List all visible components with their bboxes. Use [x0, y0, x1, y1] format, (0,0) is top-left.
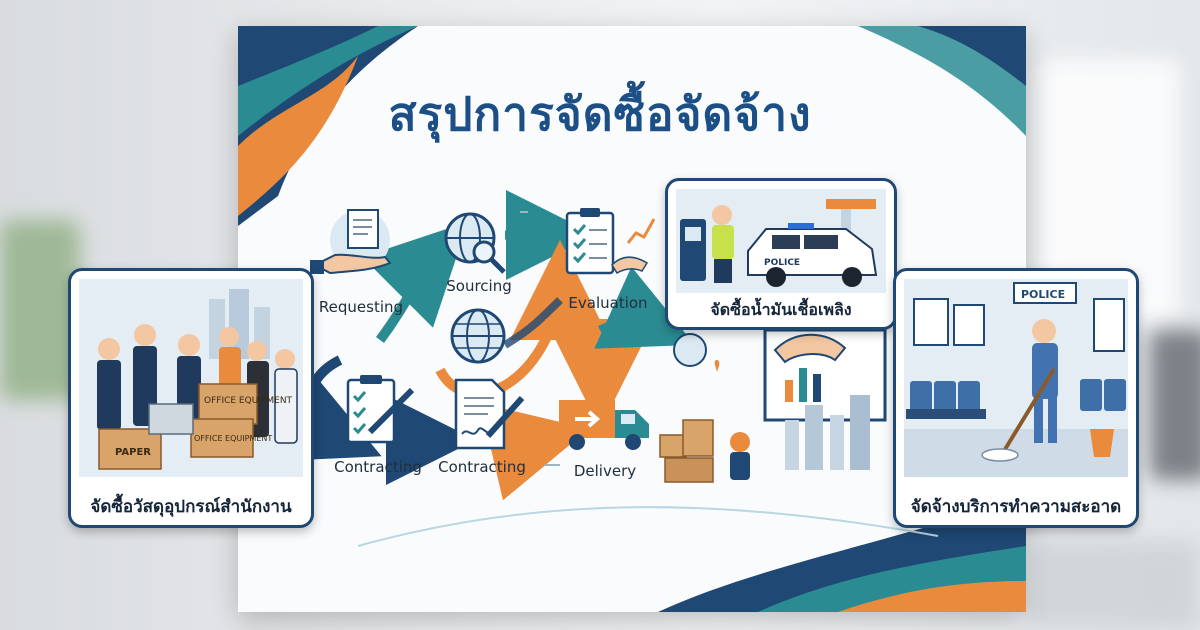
- office-supplies-illustration: OFFICE EQUIPMENT PAPER OFFICE EQUIPMENT: [79, 279, 303, 477]
- globe-search-icon: [444, 212, 506, 274]
- box-label-office-1: OFFICE EQUIPMENT: [204, 396, 293, 406]
- card-fuel-caption: จัดซื้อน้ำมันเชื้อเพลิง: [710, 300, 852, 319]
- box-label-paper: PAPER: [115, 447, 151, 458]
- card-cleaning: POLICE จัดจ้างบริการทำความสะอาด: [893, 268, 1139, 528]
- signed-contract-icon: [454, 378, 525, 450]
- fuel-station-illustration: POLICE: [676, 189, 886, 293]
- box-label-office-2: OFFICE EQUIPMENT: [194, 434, 272, 443]
- step-delivery-label: Delivery: [573, 462, 637, 480]
- clipboard-pen-icon: [346, 375, 415, 444]
- page-title: สรุปการจัดซื้อจัดจ้าง: [388, 87, 812, 141]
- step-contracting-1-label: Contracting: [334, 458, 422, 476]
- police-sign: POLICE: [1021, 288, 1065, 301]
- background-desk: [1030, 540, 1200, 630]
- delivery-truck-icon: [559, 400, 649, 450]
- cleaning-service-illustration: POLICE: [904, 279, 1128, 477]
- background-monitor: [1150, 330, 1200, 480]
- step-evaluation-label: Evaluation: [568, 294, 648, 312]
- car-label: POLICE: [764, 258, 800, 268]
- card-office-supplies: OFFICE EQUIPMENT PAPER OFFICE EQUIPMENT …: [68, 268, 314, 528]
- city-handshake-scene: [659, 328, 887, 483]
- globe-icon: [450, 308, 506, 364]
- card-office-supplies-caption: จัดซื้อวัสดุอุปกรณ์สำนักงาน: [90, 497, 292, 517]
- card-cleaning-caption: จัดจ้างบริการทำความสะอาด: [910, 497, 1122, 517]
- step-sourcing-label: Sourcing: [446, 277, 512, 295]
- document-hand-icon: [310, 209, 392, 275]
- step-requesting-label: Requesting: [318, 298, 404, 316]
- background-plant: [0, 220, 80, 400]
- checklist-handshake-icon: [565, 208, 656, 275]
- step-contracting-2-label: Contracting: [438, 458, 526, 476]
- card-fuel: POLICE จัดซื้อน้ำมันเชื้อเพลิง: [665, 178, 897, 330]
